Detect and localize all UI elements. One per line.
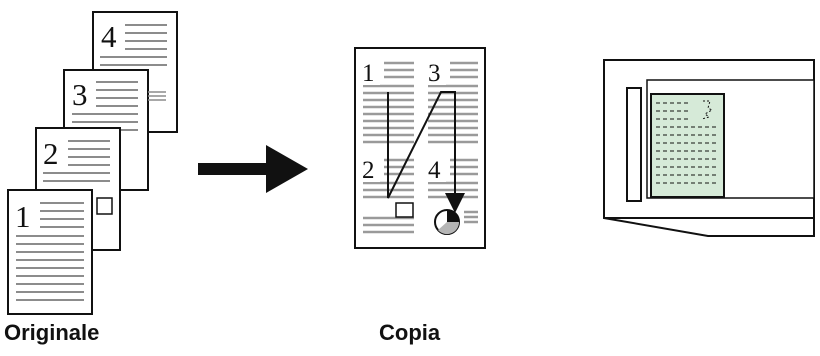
- original-page-3-number: 3: [72, 77, 88, 112]
- copy-page-number-3: 3: [428, 60, 441, 87]
- original-page-2-number: 2: [43, 136, 59, 171]
- right-arrow-icon: [198, 145, 308, 193]
- original-caption: Originale: [4, 320, 100, 345]
- original-guide-strip: [626, 87, 642, 202]
- placed-document: [650, 93, 725, 198]
- copy-page: 1 3 2 4: [354, 47, 486, 249]
- original-page-4-number: 4: [101, 19, 117, 54]
- copy-page-numbers: 1 3 2 4: [360, 59, 446, 184]
- copy-page-number-1: 1: [362, 60, 375, 87]
- small-box-icon: [395, 202, 414, 218]
- original-page-1-number: 1: [15, 199, 31, 234]
- pie-symbol-icon: [434, 209, 460, 235]
- copy-page-number-4: 4: [428, 157, 441, 184]
- platen-glass: [603, 59, 815, 237]
- copy-caption: Copia: [379, 320, 441, 345]
- copy-page-number-2: 2: [362, 157, 375, 184]
- original-page-1: 1: [7, 189, 93, 315]
- original-document-stack: 4 3: [7, 11, 178, 315]
- page-order-path: [387, 91, 465, 213]
